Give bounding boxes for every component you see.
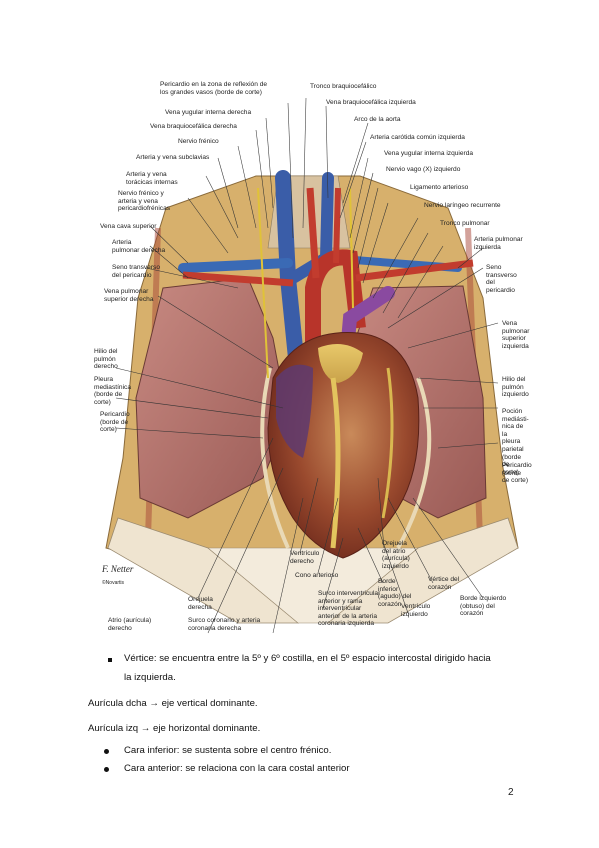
label-pleura-mediastinica: Pleura mediastínica (borde de corte) — [94, 376, 132, 406]
label-vena-pulmonar-superior-izquierda: Vena pulmonar superior izquierda — [502, 320, 530, 350]
anatomy-drawing — [105, 97, 519, 634]
label-surco-interventricular: Surco interventricular anterior y rama i… — [318, 590, 381, 628]
label-tronco-pulmonar: Tronco pulmonar — [440, 220, 490, 227]
label-borde-izquierdo: Borde izquierdo (obtuso) del corazón — [460, 595, 507, 618]
label-atrio-derecho: Atrio (aurícula) derecho — [108, 617, 152, 632]
vertice-text-line2: la izquierda. — [124, 672, 176, 683]
label-vertice-corazon: Vértice del corazón — [428, 576, 460, 591]
label-pericardio-borde-derecho: Pericardio (borde de corte) — [100, 411, 130, 434]
bullet-square — [108, 658, 112, 662]
label-nervio-frenico-pericardiofrenicas: Nervio frénico y arteria y vena pericard… — [118, 190, 171, 213]
cara-anterior-text: Cara anterior: se relaciona con la cara … — [124, 763, 350, 774]
label-porcion-mediastinica: Poción mediásti- nica de la pleura parie… — [502, 408, 529, 476]
label-ligamento-arterioso: Ligamento arterioso — [410, 184, 469, 191]
label-seno-transverso-derecho: Seno transverso del pericardio — [112, 264, 161, 279]
auricula-derecha-text: Aurícula dcha → eje vertical dominante. — [88, 698, 258, 709]
label-tronco-braquiocefalico: Tronco braquiocefálico — [310, 83, 377, 90]
label-seno-transverso-izquierdo: Seno transverso del pericardio — [486, 264, 517, 294]
bullet-dot — [104, 749, 109, 754]
label-surco-coronario: Surco coronario y arteria coronaria dere… — [188, 617, 261, 632]
label-ventriculo-derecho: Ventrículo derecho — [290, 550, 320, 565]
label-nervio-frenico: Nervio frénico — [178, 138, 219, 145]
label-vena-pulmonar-superior-derecha: Vena pulmonar superior derecha — [104, 288, 154, 303]
label-vena-braquiocefalica-derecha: Vena braquiocefálica derecha — [150, 123, 237, 130]
label-hilio-pulmon-izquierdo: Hilio del pulmón izquierdo — [502, 376, 529, 399]
label-arteria-carotida: Arteria carótida común izquierda — [370, 134, 465, 141]
label-arteria-pulmonar-derecha: Arteria pulmonar derecha — [112, 239, 166, 254]
page-number: 2 — [508, 787, 514, 798]
label-pericardio-reflexion: Pericardio en la zona de reflexión de lo… — [160, 81, 268, 96]
label-orejuela-atrio-izquierdo: Orejuela del atrio (aurícula) izquierdo — [382, 540, 410, 570]
label-ventriculo-izquierdo: Ventrículo izquierdo — [401, 603, 431, 618]
label-vena-braquiocefalica-izquierda: Vena braquiocefálica izquierda — [326, 99, 416, 106]
label-arco-aorta: Arco de la aorta — [354, 116, 401, 123]
label-borde-inferior: Borde inferior (agudo) del corazón — [378, 578, 412, 608]
auricula-izquierda-text: Aurícula izq → eje horizontal dominante. — [88, 723, 261, 734]
label-nervio-vago: Nervio vago (X) izquierdo — [386, 166, 461, 173]
heart-anatomy-illustration: Pericardio en la zona de reflexión de lo… — [88, 78, 532, 638]
netter-signature: F. Netter — [102, 564, 134, 574]
label-vena-yugular-interna-derecha: Vena yugular interna derecha — [165, 109, 252, 116]
label-hilio-pulmon-derecho: Hilio del pulmón derecho — [94, 348, 118, 371]
label-arteria-vena-toracicas: Arteria y vena torácicas internas — [126, 171, 178, 186]
label-vena-yugular-interna-izquierda: Vena yugular interna izquierda — [384, 150, 474, 157]
copyright-notice: ©Novartis — [102, 580, 125, 586]
cara-inferior-text: Cara inferior: se sustenta sobre el cent… — [124, 745, 332, 756]
label-arteria-vena-subclavias: Arteria y vena subclavias — [136, 154, 210, 161]
vertice-text-line1: Vértice: se encuentra entre la 5º y 6º c… — [124, 653, 491, 664]
label-nervio-laringeo: Nervio laríngeo recurrente — [424, 202, 501, 209]
bullet-dot — [104, 767, 109, 772]
label-cono-arterioso: Cono arterioso — [295, 572, 339, 579]
label-vena-cava-superior: Vena cava superior — [100, 223, 157, 230]
label-pericardio-borde-izquierdo: Pericardio (borde de corte) — [502, 462, 532, 485]
label-arteria-pulmonar-izquierda: Arteria pulmonar izquierda — [474, 236, 523, 251]
label-orejuela-derecha: Orejuela derecha — [188, 596, 213, 611]
